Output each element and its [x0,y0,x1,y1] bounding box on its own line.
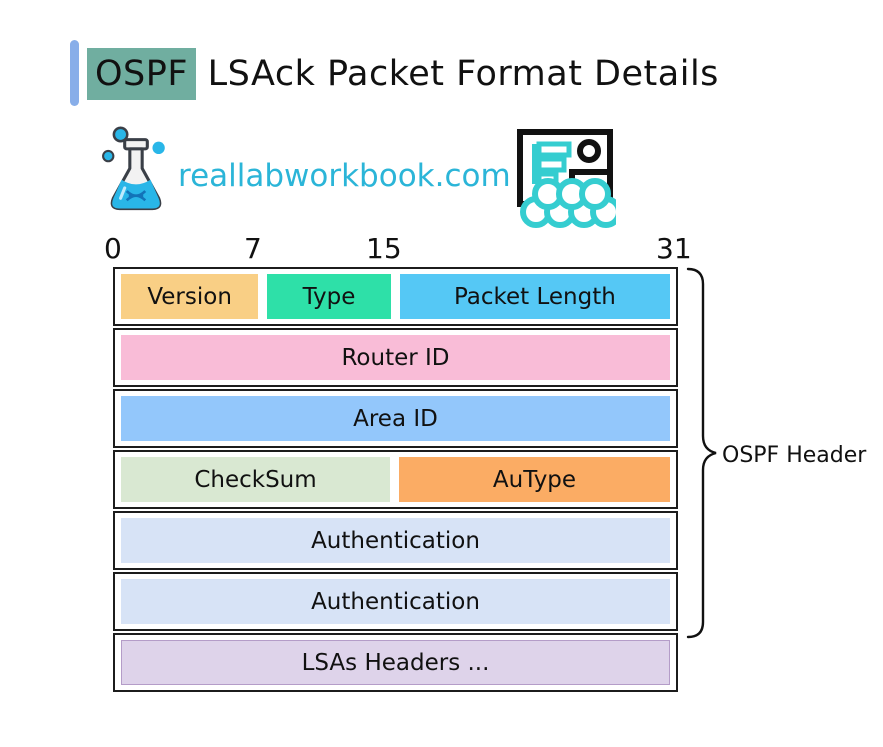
bit-label-7: 7 [244,232,262,265]
field-type: Type [267,274,391,319]
bit-label-31: 31 [656,232,692,265]
field-autype: AuType [399,457,670,502]
title-accent-bar [70,40,79,106]
field-packet-length: Packet Length [399,274,670,319]
field-router-id: Router ID [121,335,670,380]
packet-format-table: Version Type Packet Length Router ID Are… [113,267,678,694]
title-highlight: OSPF [87,48,197,100]
packet-row-3: Area ID [113,389,678,448]
packet-row-5: Authentication [113,511,678,570]
ospf-header-brace [684,266,720,644]
field-lsas-headers: LSAs Headers ... [121,640,670,685]
bit-label-0: 0 [104,232,122,265]
site-link[interactable]: reallabworkbook.com [178,158,511,194]
field-authentication-2: Authentication [121,579,670,624]
page-title: OSPF LSAck Packet Format Details [87,48,719,100]
packet-row-4: CheckSum AuType [113,450,678,509]
ospf-header-label: OSPF Header [722,443,867,468]
packet-row-7: LSAs Headers ... [113,633,678,692]
packet-row-2: Router ID [113,328,678,387]
field-checksum: CheckSum [121,457,390,502]
field-authentication-1: Authentication [121,518,670,563]
packet-row-1: Version Type Packet Length [113,267,678,326]
lab-flask-icon [100,122,172,224]
presentation-audience-icon [512,124,622,236]
field-version: Version [121,274,259,319]
bit-label-15: 15 [366,232,402,265]
field-area-id: Area ID [121,396,670,441]
title-rest: LSAck Packet Format Details [196,54,719,94]
packet-row-6: Authentication [113,572,678,631]
